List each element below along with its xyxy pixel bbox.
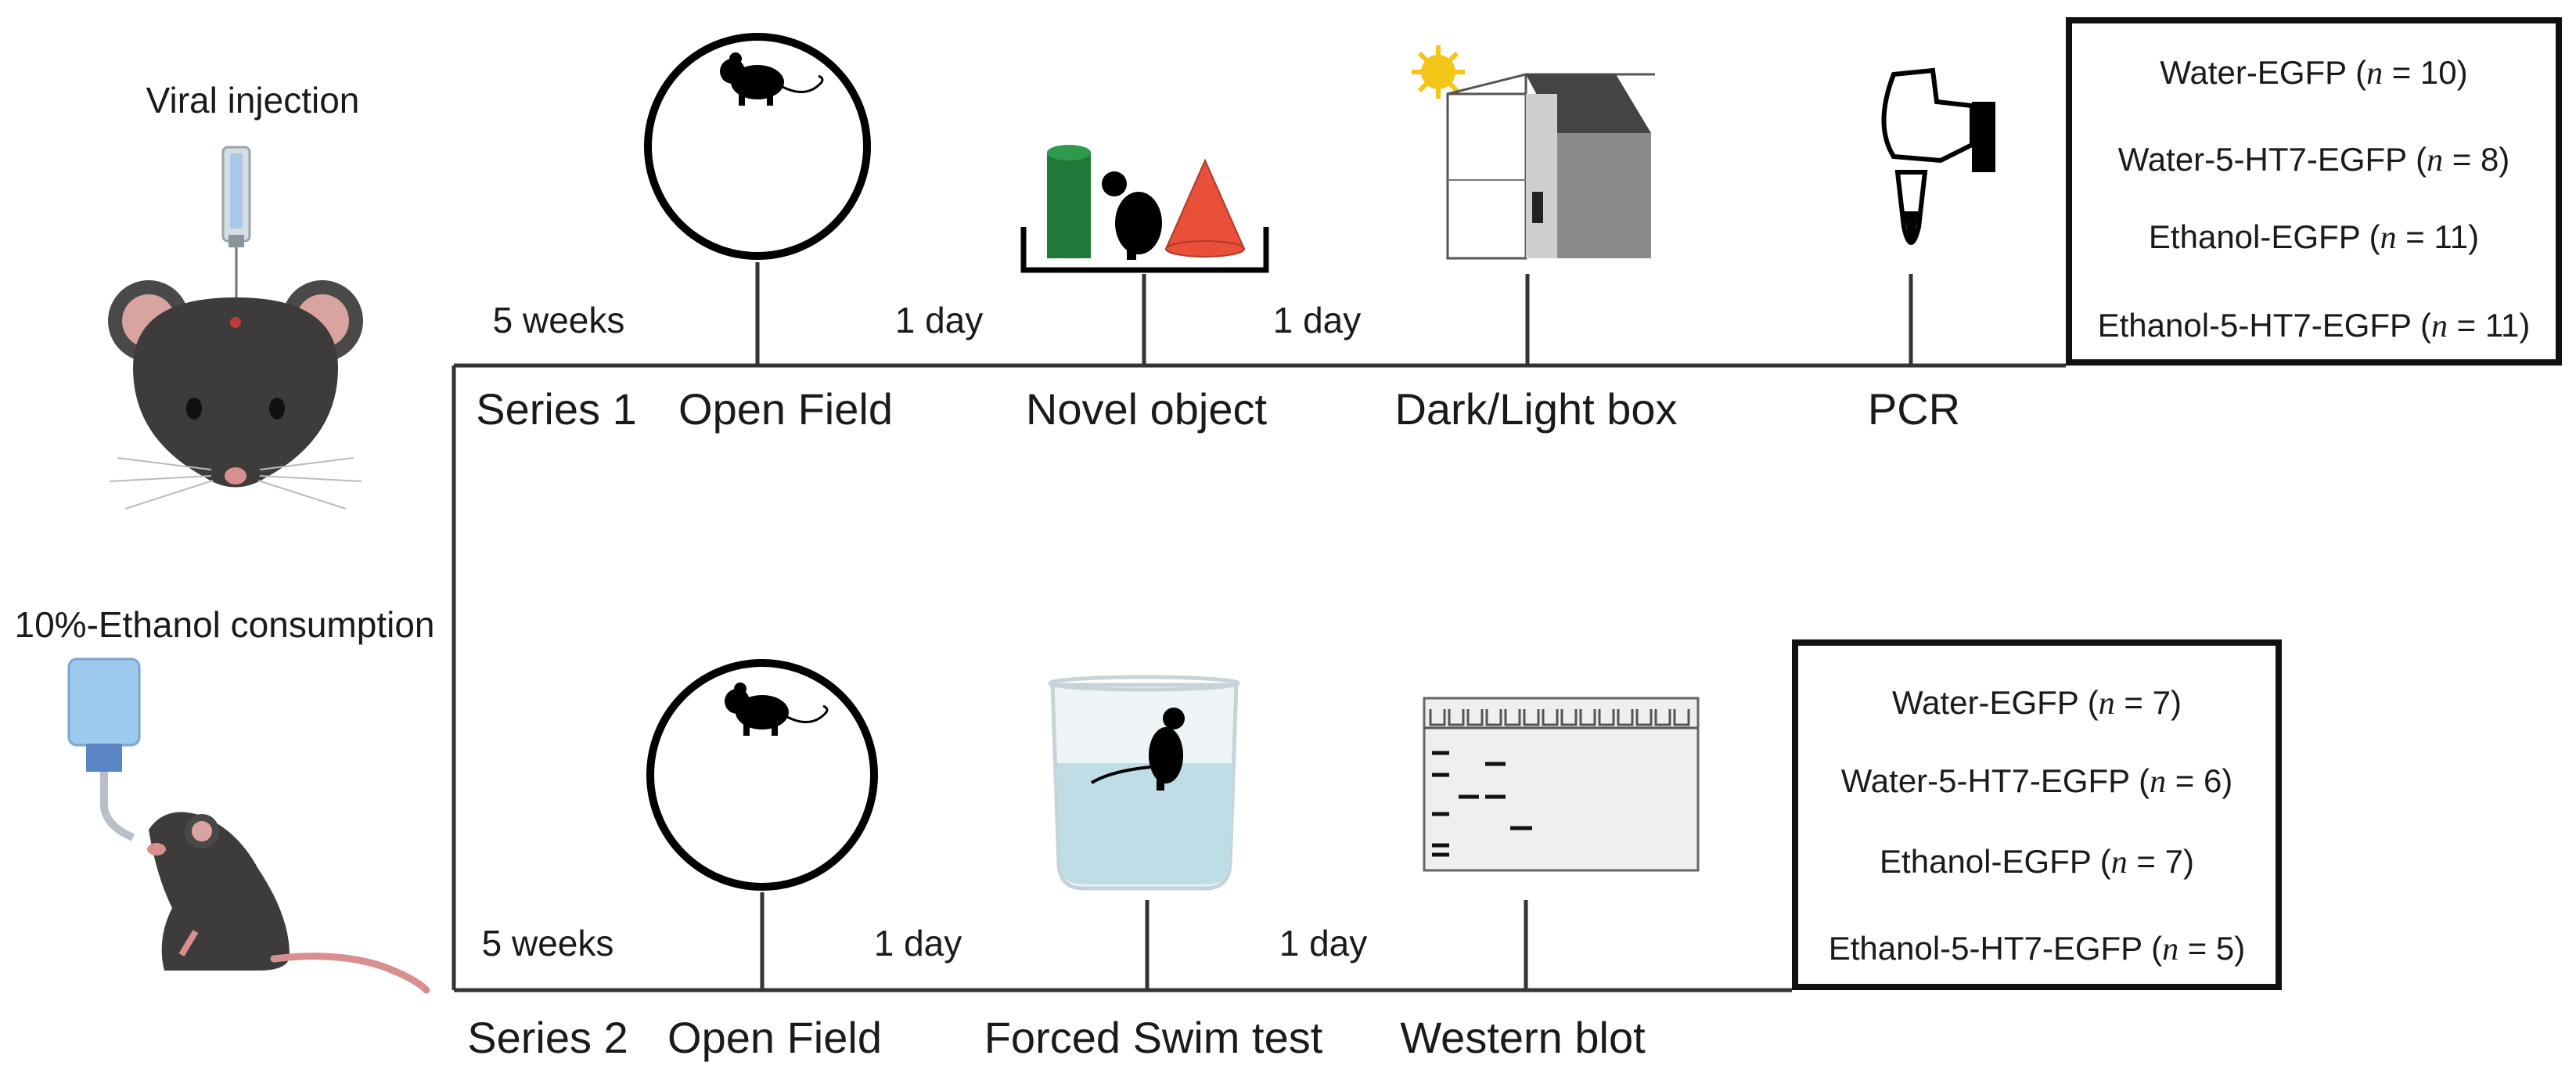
series1-interval-3: 1 day — [1272, 300, 1362, 340]
series1-interval-2: 1 day — [894, 300, 984, 340]
pipette-icon — [1881, 67, 1995, 245]
mouse-head-icon — [108, 280, 363, 510]
series2-group-1: Water-EGFP (n = 7) — [1892, 684, 2182, 722]
swim-beaker-icon — [1048, 675, 1240, 891]
open-field-arena-icon-2 — [646, 659, 878, 891]
series1-interval-1: 5 weeks — [492, 300, 625, 340]
viral-injection-label: Viral injection — [146, 80, 360, 121]
series2-test-open-field: Open Field — [667, 1013, 882, 1062]
series1-timeline — [454, 262, 2066, 368]
ethanol-consumption-label: 10%-Ethanol consumption — [14, 604, 435, 645]
western-blot-icon — [1423, 697, 1700, 872]
series2-group-2: Water-5-HT7-EGFP (n = 6) — [1840, 762, 2233, 800]
novel-object-icon — [1020, 145, 1269, 273]
series2-group-3: Ethanol-EGFP (n = 7) — [1880, 843, 2194, 881]
series1-group-3: Ethanol-EGFP (n = 11) — [2148, 218, 2480, 256]
sun-icon — [1412, 45, 1465, 99]
series2-timeline — [454, 892, 1792, 992]
dark-light-box-icon — [1446, 73, 1655, 260]
series2-label: Series 2 — [467, 1013, 628, 1062]
syringe-icon — [221, 146, 251, 321]
series2-interval-3: 1 day — [1279, 923, 1368, 964]
open-field-arena-icon — [644, 33, 871, 260]
series1-groups-box: Water-EGFP (n = 10) Water-5-HT7-EGFP (n … — [2066, 17, 2562, 366]
series1-test-novel-object: Novel object — [1025, 384, 1268, 434]
series2-test-forced-swim: Forced Swim test — [984, 1013, 1323, 1062]
series1-group-4: Ethanol-5-HT7-EGFP (n = 11) — [2097, 307, 2531, 344]
series2-groups-box: Water-EGFP (n = 7) Water-5-HT7-EGFP (n =… — [1792, 639, 2282, 990]
mouse-body-icon — [147, 812, 430, 994]
series2-group-4: Ethanol-5-HT7-EGFP (n = 5) — [1828, 930, 2246, 967]
series1-group-2: Water-5-HT7-EGFP (n = 8) — [2117, 141, 2510, 178]
series1-test-dark-light-box: Dark/Light box — [1394, 384, 1678, 434]
series2-test-western-blot: Western blot — [1400, 1013, 1646, 1062]
series1-label: Series 1 — [476, 384, 637, 434]
water-bottle-icon — [67, 657, 141, 841]
series1-test-open-field: Open Field — [678, 384, 893, 434]
series2-interval-1: 5 weeks — [481, 923, 614, 964]
series1-test-pcr: PCR — [1867, 384, 1961, 434]
series1-group-1: Water-EGFP (n = 10) — [2160, 54, 2468, 92]
series2-interval-2: 1 day — [873, 923, 962, 964]
